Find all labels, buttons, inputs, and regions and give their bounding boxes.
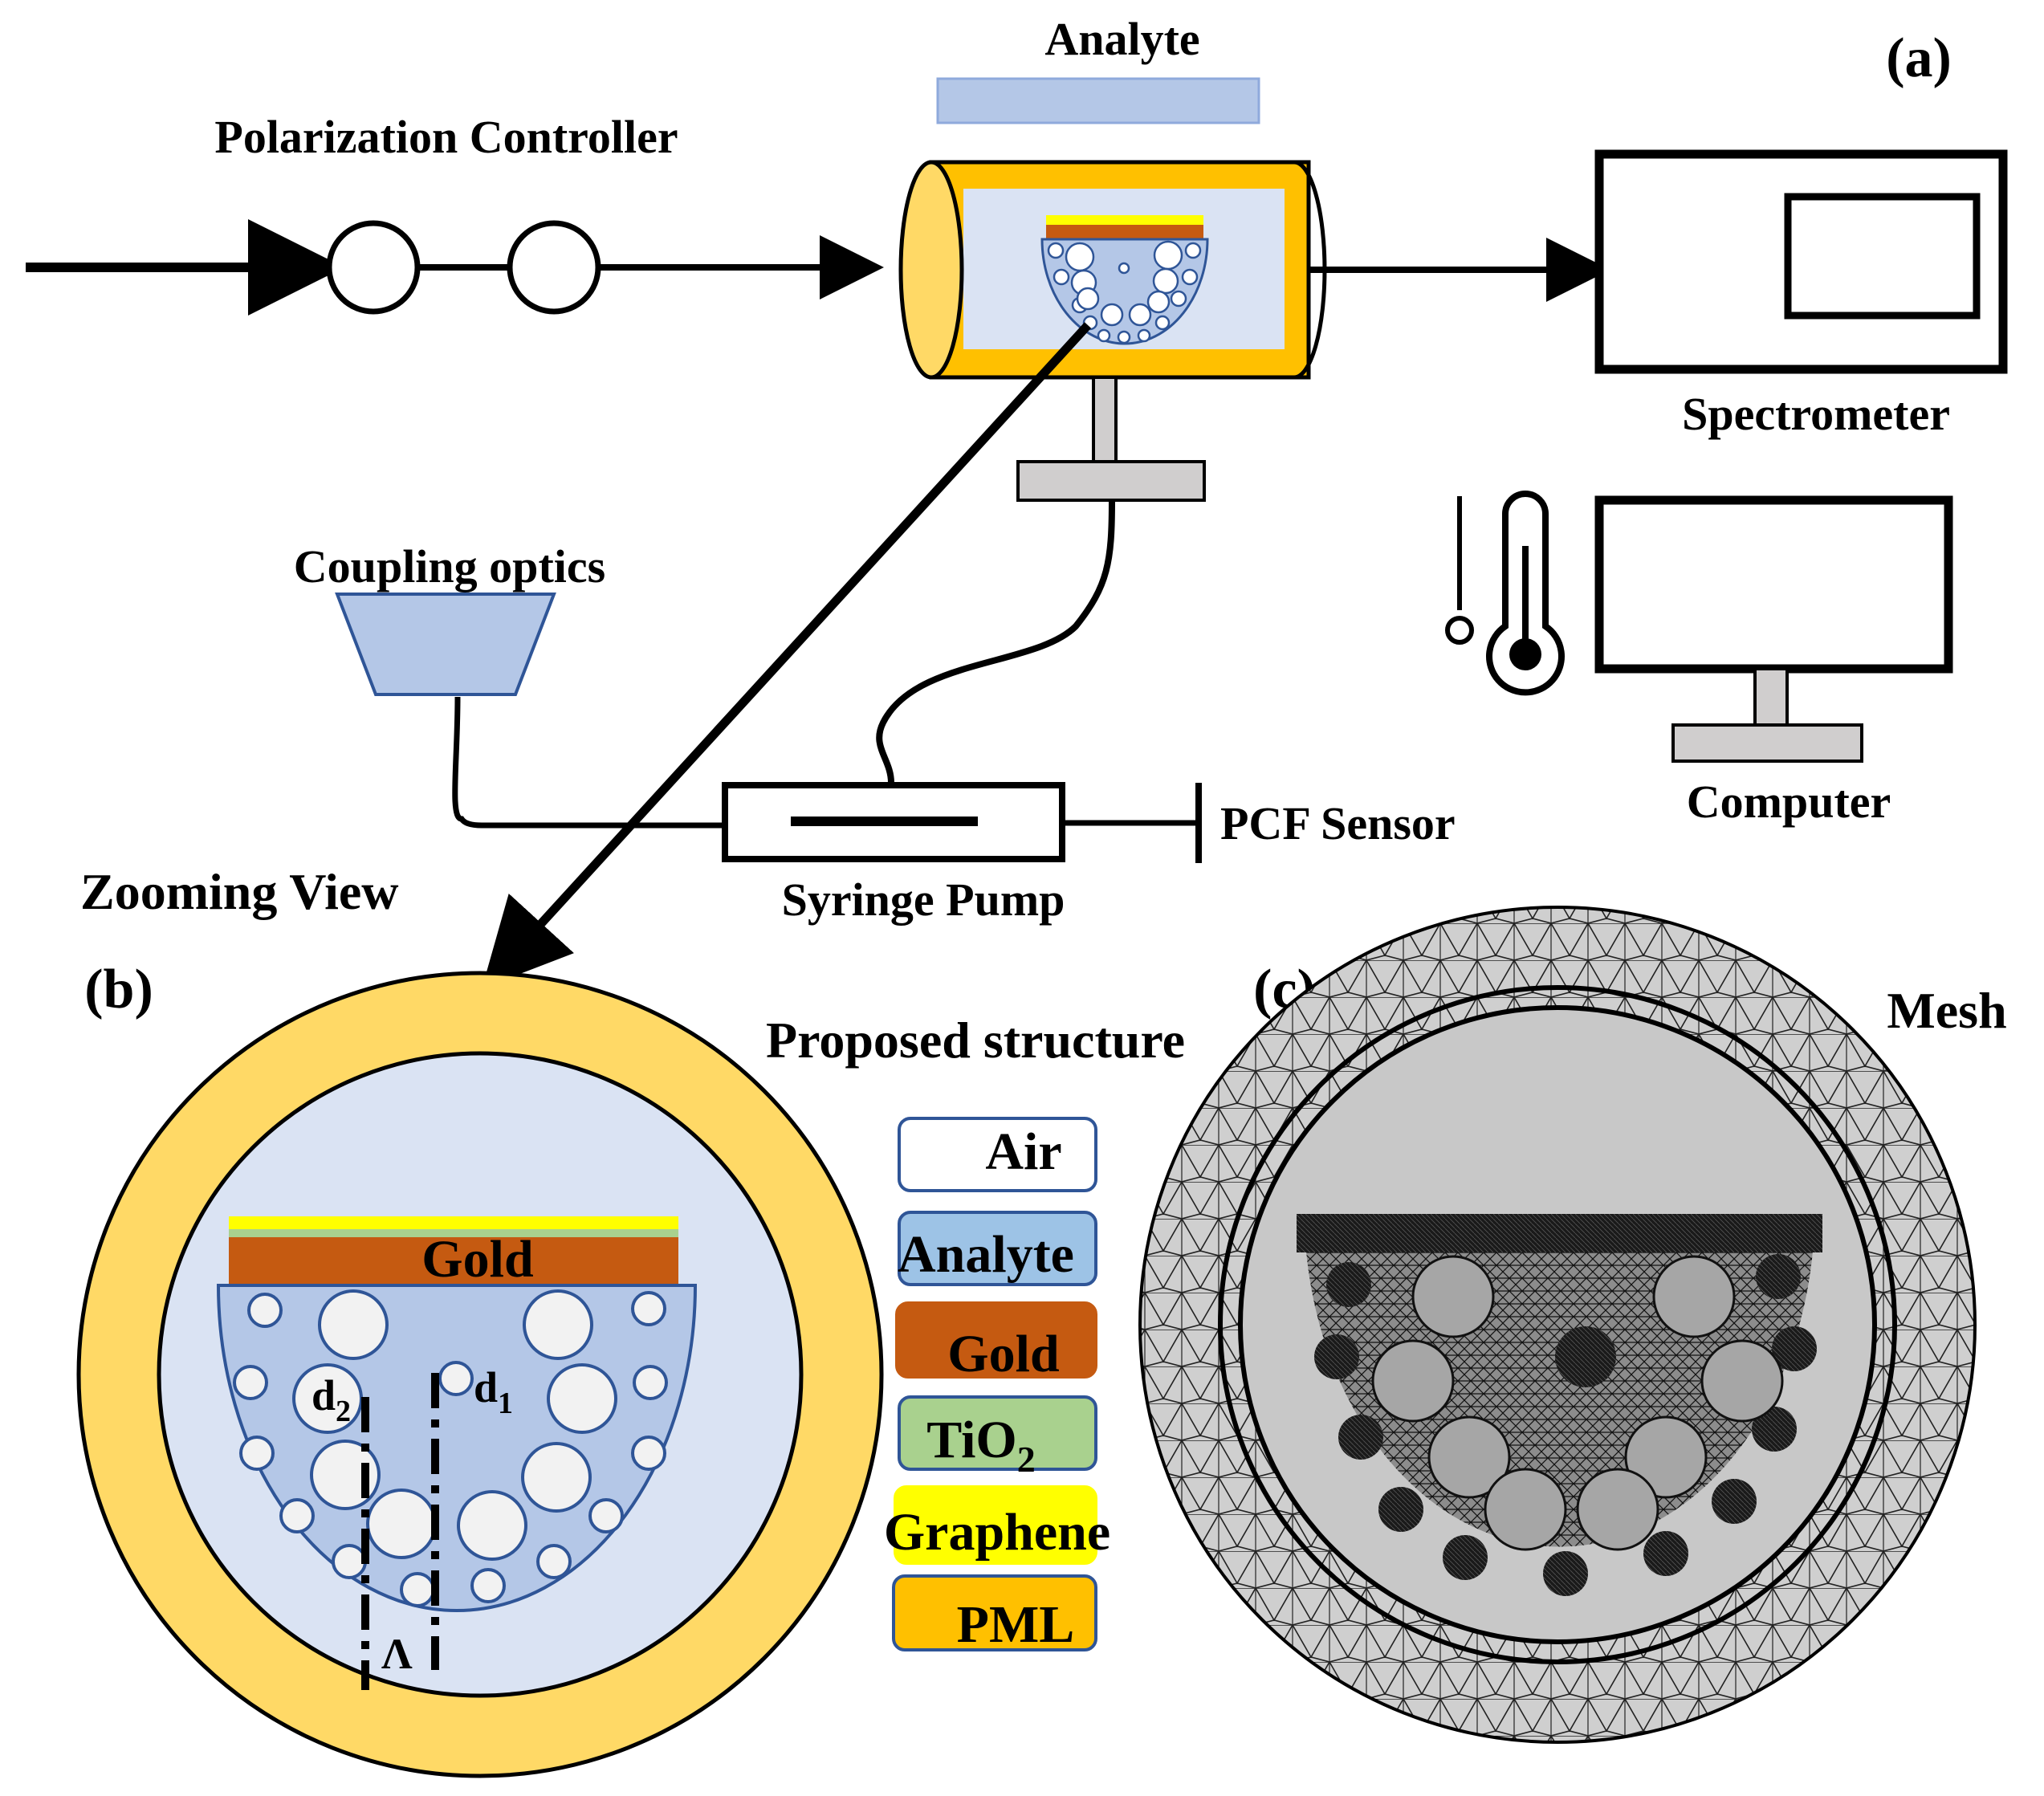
proposed-structure-label: Proposed structure: [766, 1012, 1185, 1069]
thermometer-icon: [1445, 491, 1565, 696]
spectrometer-label: Spectrometer: [1682, 388, 1950, 440]
mesh-label: Mesh: [1887, 982, 2006, 1039]
syringe-pump-label: Syringe Pump: [782, 874, 1065, 926]
svg-text:PML: PML: [957, 1595, 1075, 1654]
pcf-sensor-label: PCF Sensor: [1220, 797, 1456, 849]
polarization-controller-label: Polarization Controller: [214, 111, 678, 163]
tio2-layer: [229, 1229, 678, 1237]
mesh-outline: [1138, 906, 1977, 1744]
pcf-cylinder: [898, 160, 1327, 380]
legend-item-tio2: TiO2: [898, 1395, 1097, 1480]
analyte-label: Analyte: [1044, 13, 1199, 65]
panel-b-label: (b): [84, 959, 153, 1020]
pcf-cross-section: Gold d2 d1 Λ: [76, 971, 884, 1778]
graphene-layer: [229, 1216, 678, 1229]
svg-text:Graphene: Graphene: [884, 1503, 1110, 1562]
legend-item-gold: Gold: [895, 1301, 1097, 1383]
syringe-pump-icon: [722, 782, 1065, 862]
material-legend: Air Analyte Gold TiO2 Graphene PML: [884, 1117, 1110, 1654]
computer-label: Computer: [1687, 776, 1891, 828]
legend-item-graphene: Graphene: [884, 1485, 1110, 1565]
coupling-optics-lens: [335, 593, 556, 696]
sensor-stand-base: [1016, 460, 1206, 502]
svg-text:TiO2: TiO2: [926, 1411, 1036, 1480]
spectrometer-icon: [1594, 149, 2008, 374]
polarization-paddle-2: [507, 220, 601, 315]
mesh-small-holes: [1314, 1254, 1817, 1596]
air-holes: [233, 1289, 668, 1607]
legend-item-analyte: Analyte: [898, 1211, 1097, 1286]
svg-text:Analyte: Analyte: [898, 1225, 1074, 1284]
d2-label: d2: [311, 1371, 351, 1428]
computer-icon: [1594, 495, 1953, 763]
svg-text:Air: Air: [985, 1122, 1061, 1181]
legend-item-air: Air: [898, 1117, 1097, 1192]
analyte-bar: [936, 77, 1260, 124]
mesh-large-holes: [1371, 1255, 1784, 1551]
panel-a-label: (a): [1886, 27, 1952, 89]
legend-item-pml: PML: [892, 1574, 1097, 1654]
gold-layer: [229, 1237, 678, 1284]
polarization-paddle-1: [326, 220, 421, 315]
analyte-tube: [876, 499, 1115, 784]
gold-layer-label: Gold: [421, 1230, 533, 1289]
coupling-fiber: [452, 696, 725, 829]
sensor-stand-post: [1092, 376, 1118, 463]
lambda-label: Λ: [381, 1630, 413, 1678]
coupling-optics-label: Coupling optics: [294, 540, 605, 593]
d1-label: d1: [474, 1363, 513, 1420]
mesh-cross-section: [1140, 907, 1975, 1742]
zooming-view-label: Zooming View: [80, 863, 398, 920]
zoom-arrow: [482, 322, 1092, 989]
svg-text:Gold: Gold: [947, 1325, 1059, 1383]
